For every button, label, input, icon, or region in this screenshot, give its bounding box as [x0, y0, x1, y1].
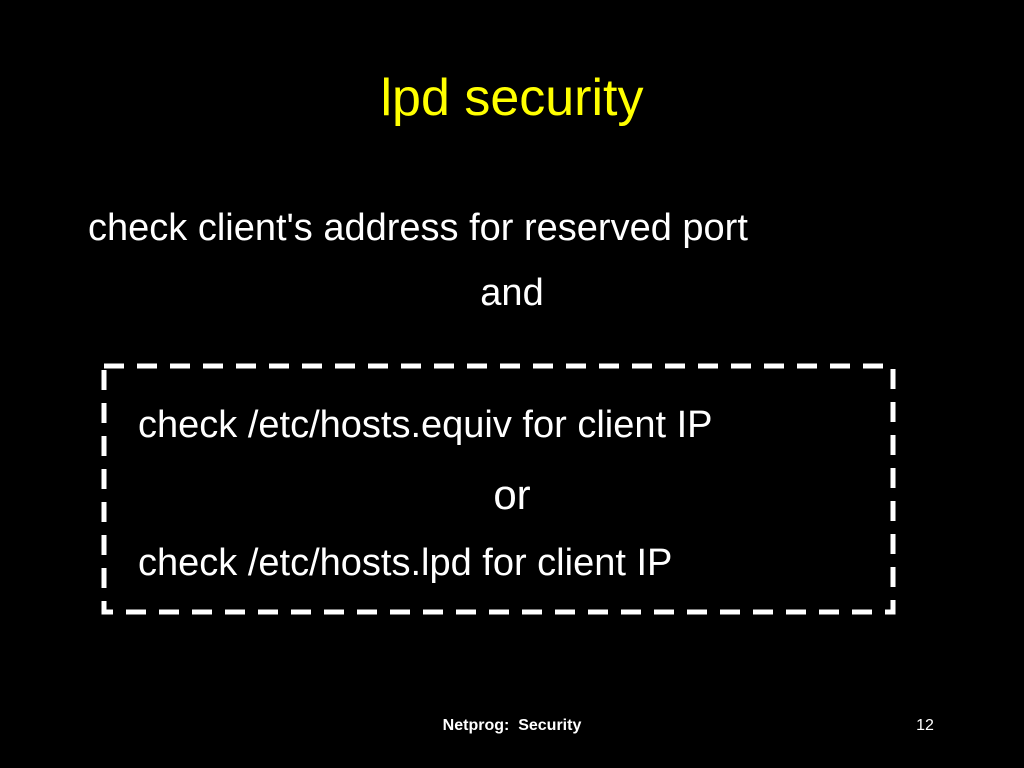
box-line-hosts-lpd: check /etc/hosts.lpd for client IP — [138, 542, 673, 584]
page-number: 12 — [916, 717, 934, 734]
box-line-hosts-equiv: check /etc/hosts.equiv for client IP — [138, 404, 713, 446]
connector-and: and — [480, 272, 544, 314]
slide-title: lpd security — [380, 69, 644, 127]
footer-text: Netprog: Security — [442, 717, 582, 734]
dashed-box-border — [101, 363, 896, 615]
connector-or: or — [493, 471, 531, 518]
body-line-reserved-port: check client's address for reserved port — [88, 207, 748, 249]
